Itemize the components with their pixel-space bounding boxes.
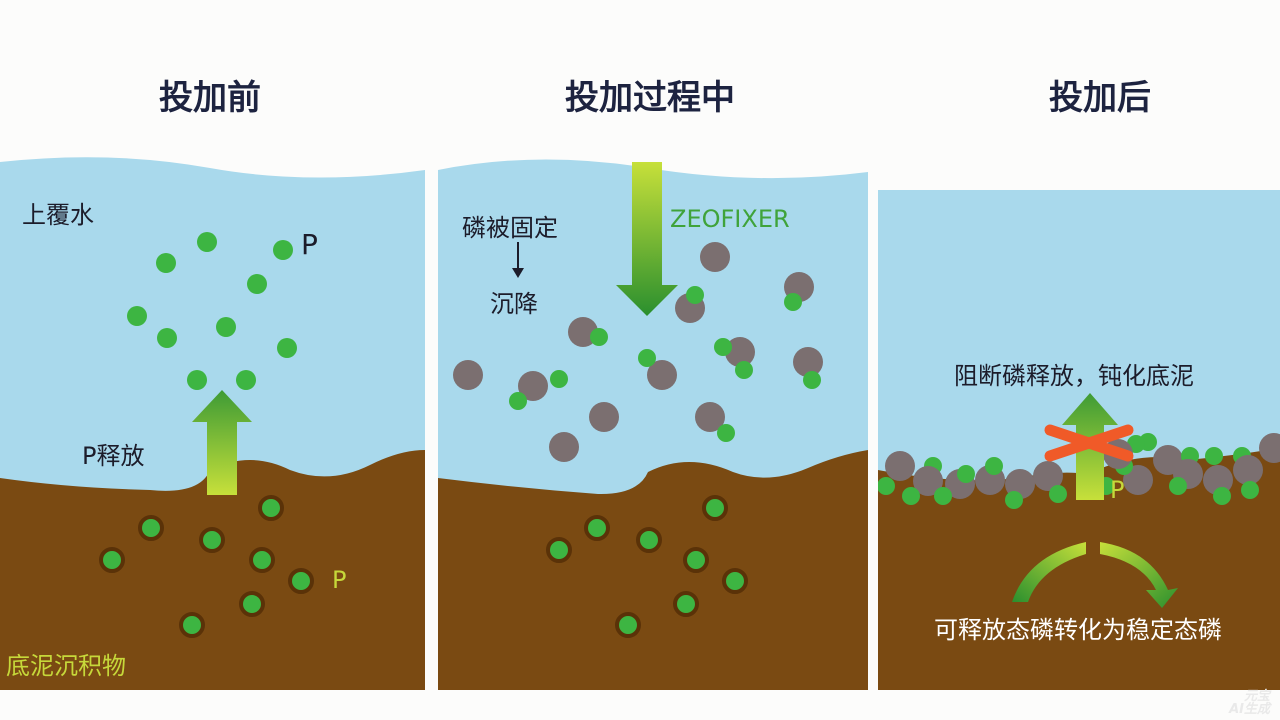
p-label-sediment: P	[332, 566, 347, 594]
arrow-up-icon	[192, 390, 252, 495]
sediment-area	[438, 450, 868, 690]
title-before: 投加前	[159, 78, 261, 118]
product-label: ZEOFIXER	[670, 205, 790, 233]
block-label: 阻断磷释放，钝化底泥	[954, 362, 1194, 390]
panel-before: 上覆水 P P释放 P 底泥沉积物	[0, 150, 425, 690]
watermark: 元宝 AI生成	[1229, 690, 1270, 716]
curved-arrow-icon	[1012, 542, 1178, 608]
sediment-label: 底泥沉积物	[6, 652, 126, 680]
settle-label: 沉降	[490, 290, 538, 318]
title-during: 投加过程中	[565, 78, 735, 118]
release-label: P释放	[82, 442, 145, 470]
binder-particles	[453, 242, 823, 462]
panel-after: 阻断磷释放，钝化底泥 P 可释放态磷转化为稳定态磷	[878, 150, 1280, 690]
convert-label: 可释放态磷转化为稳定态磷	[934, 616, 1222, 644]
watermark-line2: AI生成	[1229, 702, 1270, 717]
panel-during-scene	[438, 159, 868, 690]
capping-layer-particles	[878, 433, 1280, 509]
sediment-phosphorus-particles	[546, 495, 748, 638]
water-label: 上覆水	[22, 201, 94, 229]
water-phosphorus-particles	[127, 232, 297, 390]
small-arrow-down-icon	[512, 242, 524, 278]
panel-during: 磷被固定 沉降 ZEOFIXER	[438, 150, 868, 690]
sediment-area	[878, 448, 1280, 690]
panel-before-scene	[0, 157, 425, 690]
p-label: P	[1110, 476, 1125, 504]
watermark-line1: 元宝	[1243, 689, 1270, 704]
sediment-phosphorus-particles	[99, 495, 314, 638]
panel-after-scene	[878, 190, 1280, 690]
title-after: 投加后	[1049, 78, 1151, 118]
arrow-down-icon	[616, 162, 678, 316]
cross-icon	[1044, 424, 1134, 462]
p-label-water: P	[301, 228, 318, 261]
fix-label: 磷被固定	[462, 214, 558, 242]
sediment-area	[0, 450, 425, 690]
